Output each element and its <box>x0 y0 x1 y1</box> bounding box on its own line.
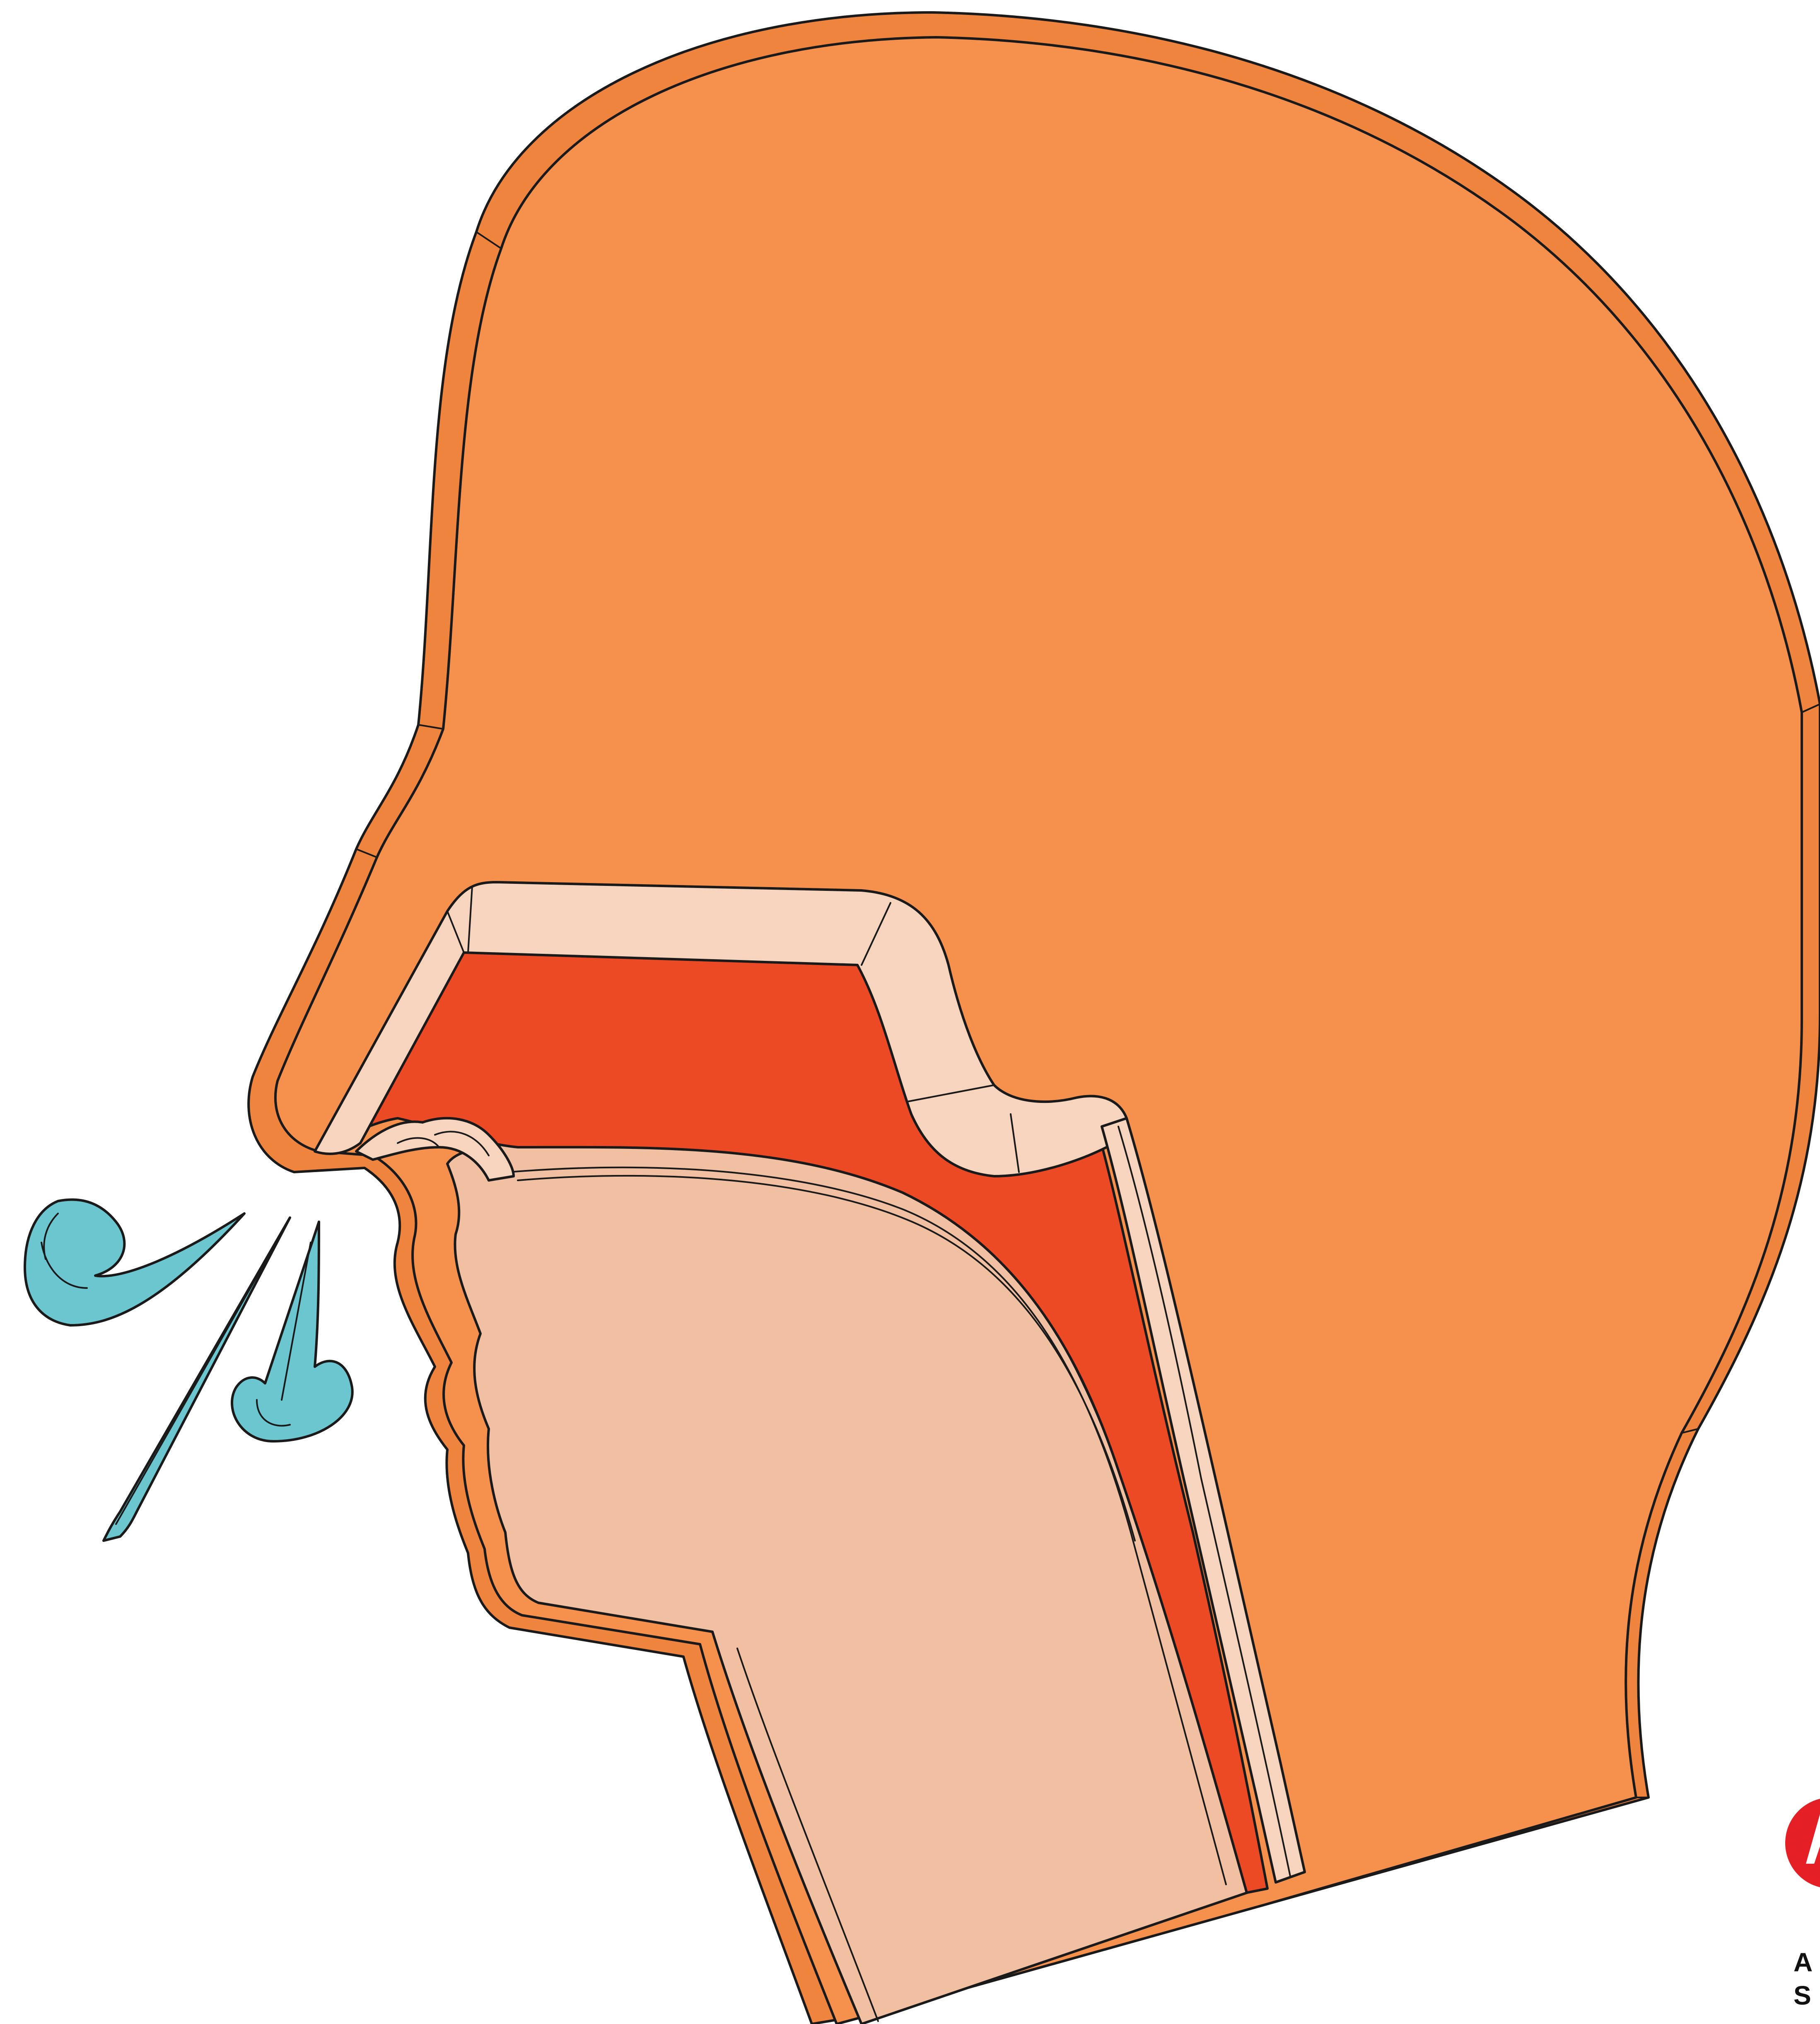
brand-logo-icon <box>1785 1797 1820 1889</box>
breath-swirl-3 <box>232 1222 352 1441</box>
logo-text-line-1: A <box>1793 1947 1813 1977</box>
logo-text-line-2: S <box>1793 1981 1811 2010</box>
breath-swirl-icon <box>25 1200 352 1541</box>
breath-swirl-1 <box>25 1200 244 1325</box>
